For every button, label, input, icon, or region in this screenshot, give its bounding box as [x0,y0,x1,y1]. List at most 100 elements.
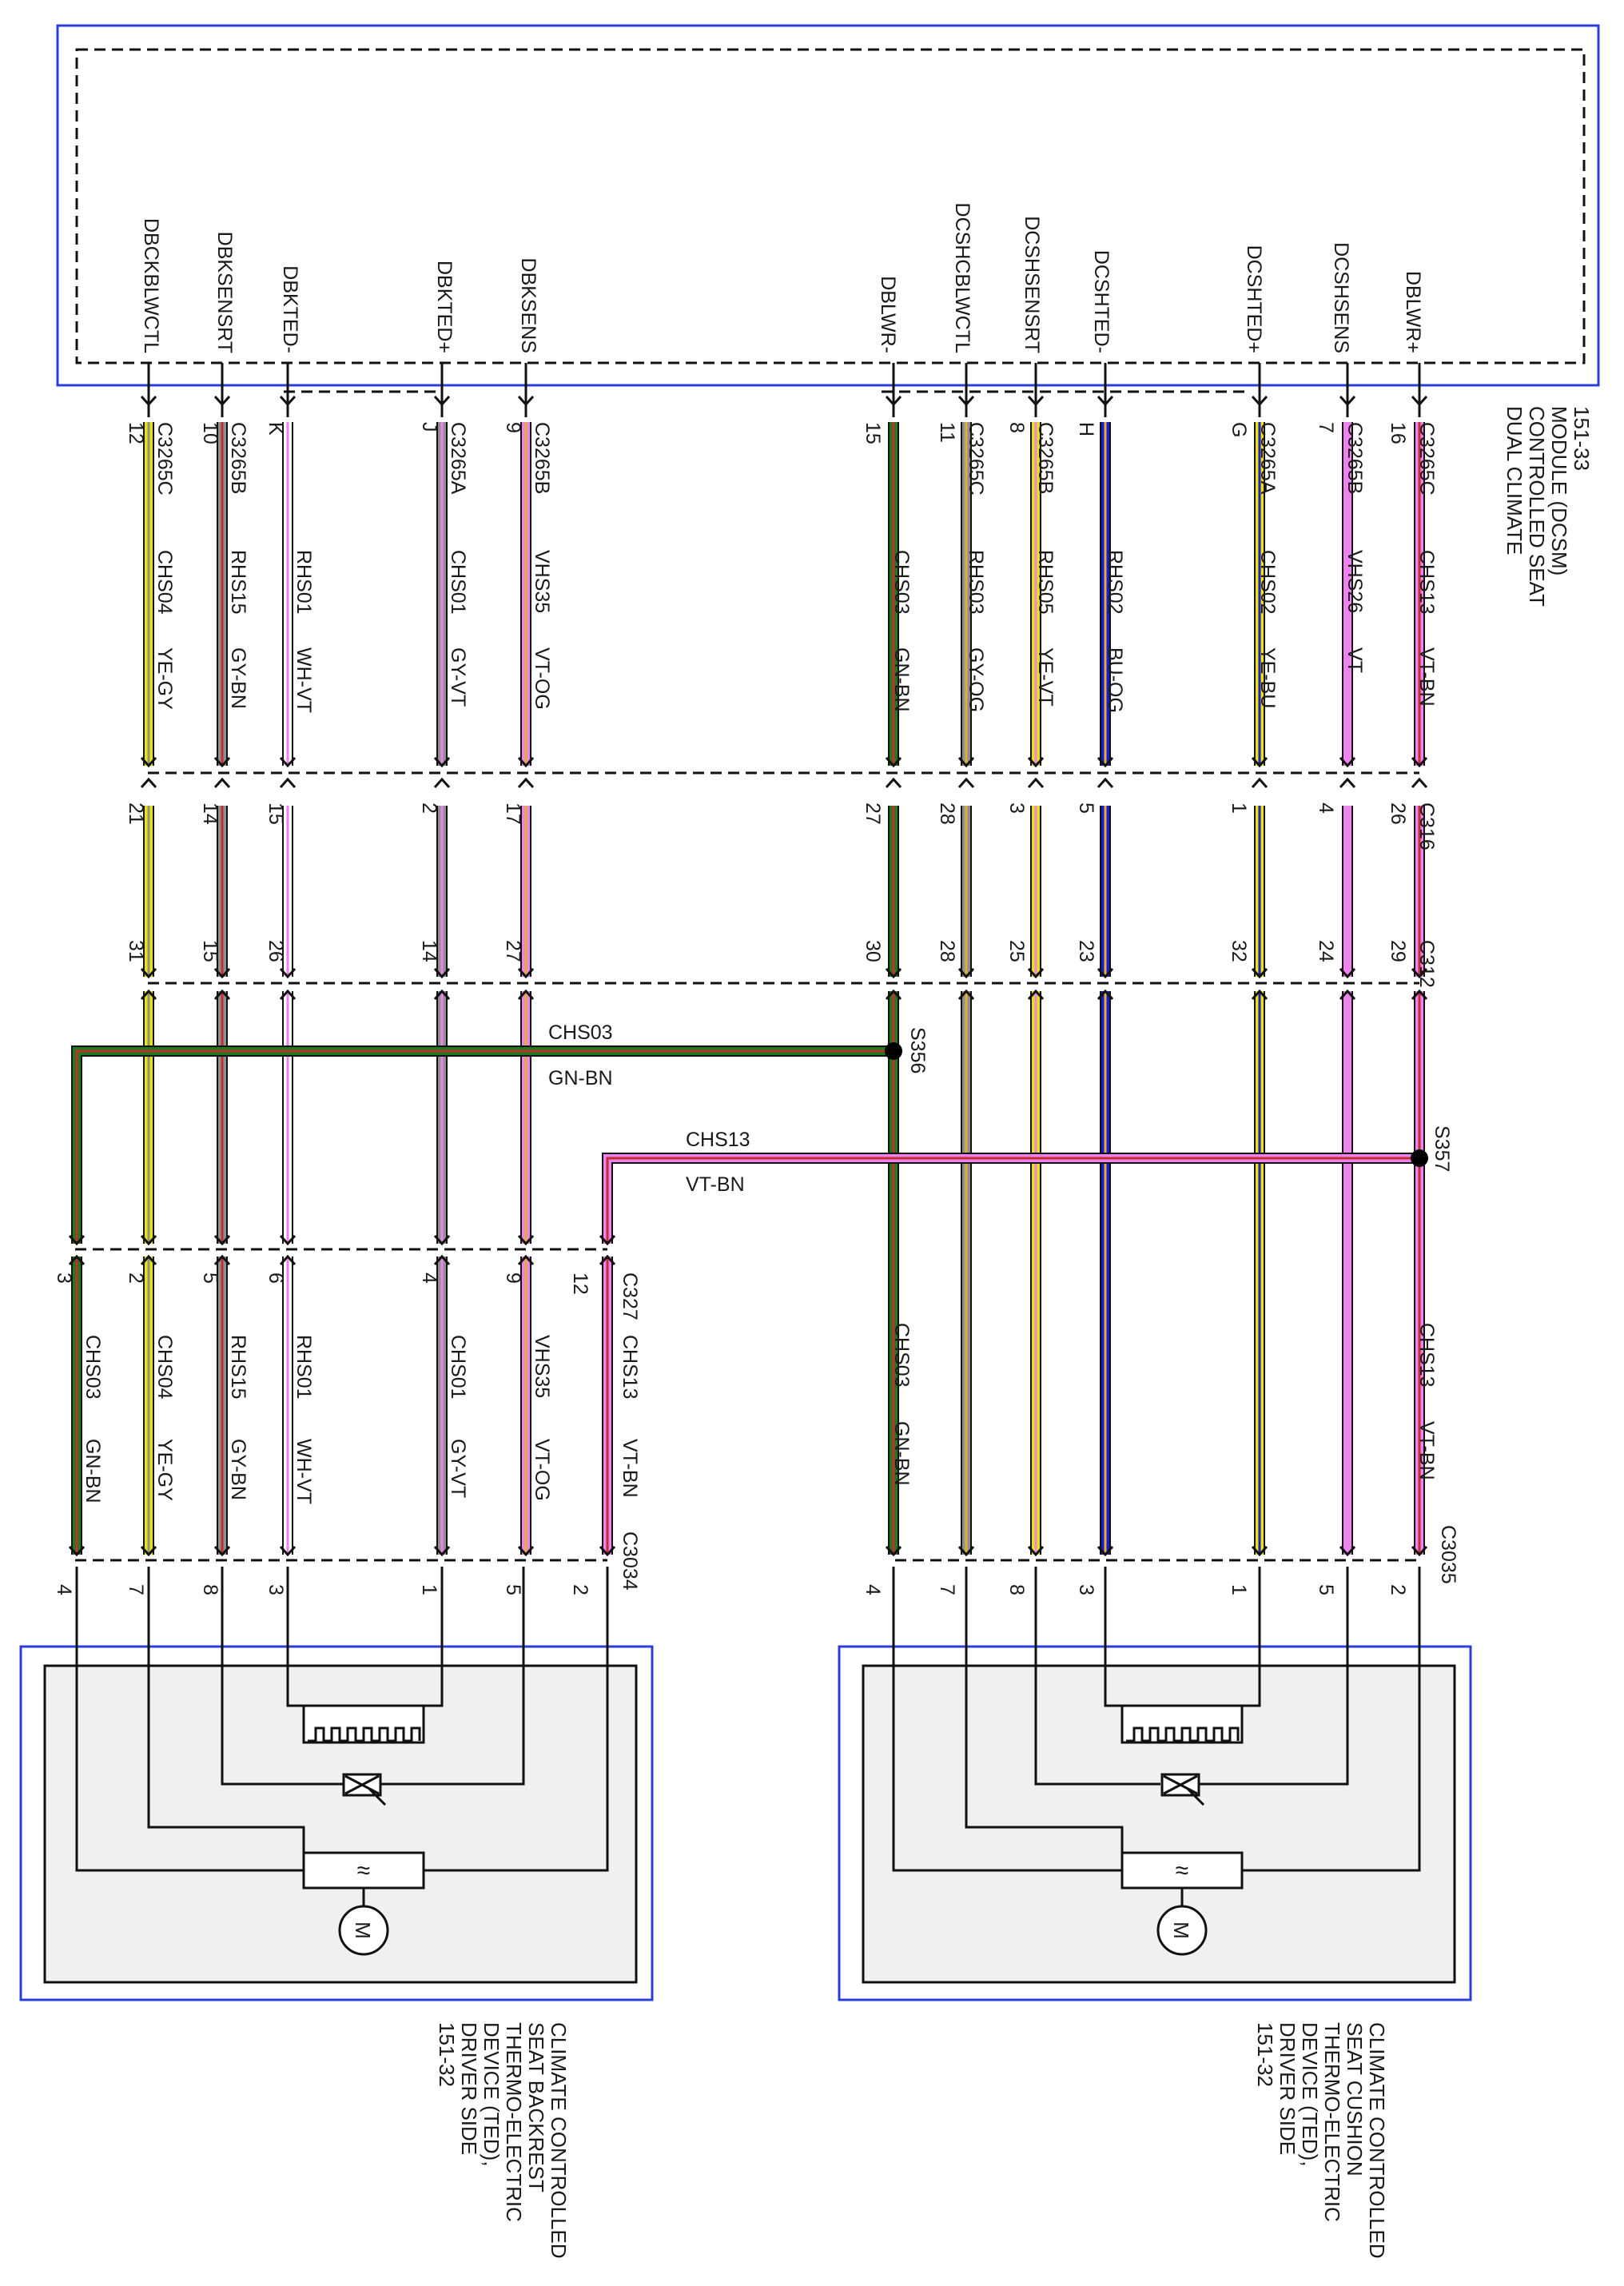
circuit-label: VHS35 [531,1335,553,1398]
connector-arrow [68,1254,86,1266]
blower-control-icon: ≈ [1176,1858,1188,1884]
cushion-title: CLIMATE CONTROLLED SEAT CUSHION THERMO-E… [1253,2022,1389,2259]
c312-pin: 15 [199,940,221,962]
splice-id: S356 [906,1027,929,1073]
wire-color-label: VT-BN [1415,1421,1438,1480]
connector-arrow [213,777,231,789]
blower-control-box [302,1851,425,1890]
circuit-label: CHS13 [619,1335,641,1400]
wire-color-label: GN-BN [890,647,913,712]
connector-arrow [433,1234,451,1246]
pin-name: DBLWR- [877,276,899,353]
wire-color-label: YE-VT [1034,647,1057,707]
cushion-ted-device: ≈ M CLIMATE CONTROLLED SEAT CUSHION THER… [838,1567,1472,2259]
connector-arrow [140,1254,157,1266]
c327-pin: 4 [418,1272,440,1284]
wire-color-label: VT [1343,647,1366,673]
connector-arrow [1411,967,1428,979]
c312-pin: 25 [1005,940,1028,962]
c3035-pin: 1 [1228,1584,1250,1595]
c327-pin: 3 [53,1272,75,1284]
c327-labels: 3 2 5 6 4 9 12 C327 CHS03 GN-BN CHS04 YE… [53,1272,641,1504]
circuit-label: CHS13 [1415,550,1438,615]
c3034-pin: 5 [502,1584,524,1595]
dcsm-title: DUAL CLIMATE CONTROLLED SEAT MODULE (DCS… [1503,406,1594,607]
cushion-title-line: CLIMATE CONTROLLED [1365,2022,1389,2259]
temperature-sensor-icon [1160,1773,1205,1806]
circuit-label: RHS03 [965,550,987,615]
splice-circuit: CHS03 [548,1022,613,1044]
pin-name: DBLWR+ [1402,271,1424,353]
dcsm-title-line: CONTROLLED SEAT [1525,406,1549,607]
cushion-title-line: THERMO-ELECTRIC [1320,2022,1344,2222]
backrest-title-line: CLIMATE CONTROLLED [547,2022,571,2259]
internal-wire [75,1567,304,1872]
internal-wire [1242,1567,1421,1872]
connector-arrow [517,1545,535,1557]
connector-name: C3265C [1415,422,1438,496]
c3034-pin: 3 [265,1584,287,1595]
wire-color-label: VT-BN [619,1439,641,1498]
connector-arrow [433,777,451,789]
pin-number: 15 [862,422,884,444]
pin-number: 12 [125,422,147,444]
connector-arrow [517,777,535,789]
internal-wire [1197,1567,1349,1786]
connector-arrow [213,989,231,1001]
c316-pin: 5 [1075,802,1097,814]
connector-arrow [68,1545,86,1557]
connector-arrow [517,967,535,979]
connector-arrow [517,395,535,407]
circuit-label: CHS03 [890,1323,913,1388]
connector-arrow [957,967,975,979]
motor-label: M [351,1922,375,1939]
connector-arrow [1339,395,1356,407]
connector-arrow [1097,989,1114,1001]
connector-arrow [517,1254,535,1266]
connector-arrow [140,1234,157,1246]
connector-arrow [433,967,451,979]
connector-arrow [279,967,297,979]
connector-arrow [213,1234,231,1246]
c327-pin: 6 [265,1272,287,1284]
splice-color: VT-BN [686,1173,745,1196]
motor-label: M [1169,1922,1193,1939]
splice-s357: S357 CHS13 VT-BN [686,1125,1453,1196]
connector-arrow [140,777,157,789]
wire-color-label: YE-GY [153,1439,176,1501]
c316-pin: 26 [1387,802,1409,825]
c3035-pin: 5 [1315,1584,1337,1595]
connector-arrow [1411,989,1428,1001]
c316-c312-pin-numbers: 21 14 15 2 17 27 28 3 5 1 4 26 C316 31 1… [125,802,1438,988]
connector-arrow [517,756,535,768]
backrest-title-line: DRIVER SIDE [457,2022,481,2155]
connector-name: C3265B [1034,422,1057,494]
c316-pin: 1 [1228,802,1250,814]
dcsm-inner-dashed-box [75,48,1586,364]
wires [71,363,1425,1555]
wire-color-label: WH-VT [293,647,315,713]
circuit-label: RHS05 [1034,550,1057,615]
wire-chs13-branch [602,1153,1419,1244]
connector-arrow [957,777,975,789]
c3034-pin: 4 [53,1584,75,1595]
connector-arrow [213,967,231,979]
pin-name: DCSHTED- [1090,250,1113,353]
cushion-title-line: SEAT CUSHION [1343,2022,1367,2176]
splice-s356: S356 CHS03 GN-BN [548,1022,929,1089]
c3035-pin: 7 [936,1584,958,1595]
connector-arrow [1027,1545,1045,1557]
c316-pin: 2 [418,802,440,814]
circuit-label: RHS01 [293,550,315,615]
circuit-label: RHS15 [227,550,249,615]
wire-color-label: GY-OG [965,647,987,712]
connector-arrow [1097,967,1114,979]
connector-arrow [1411,1545,1428,1557]
internal-wire [1034,1567,1160,1786]
c327-pin: 9 [502,1272,524,1284]
c316-pin: 27 [862,802,884,825]
pin-name: DBKSENSRT [213,232,236,353]
cushion-title-line: DEVICE (TED), [1298,2022,1322,2167]
device-outer-box [19,1645,654,2001]
connector-arrow [957,1545,975,1557]
